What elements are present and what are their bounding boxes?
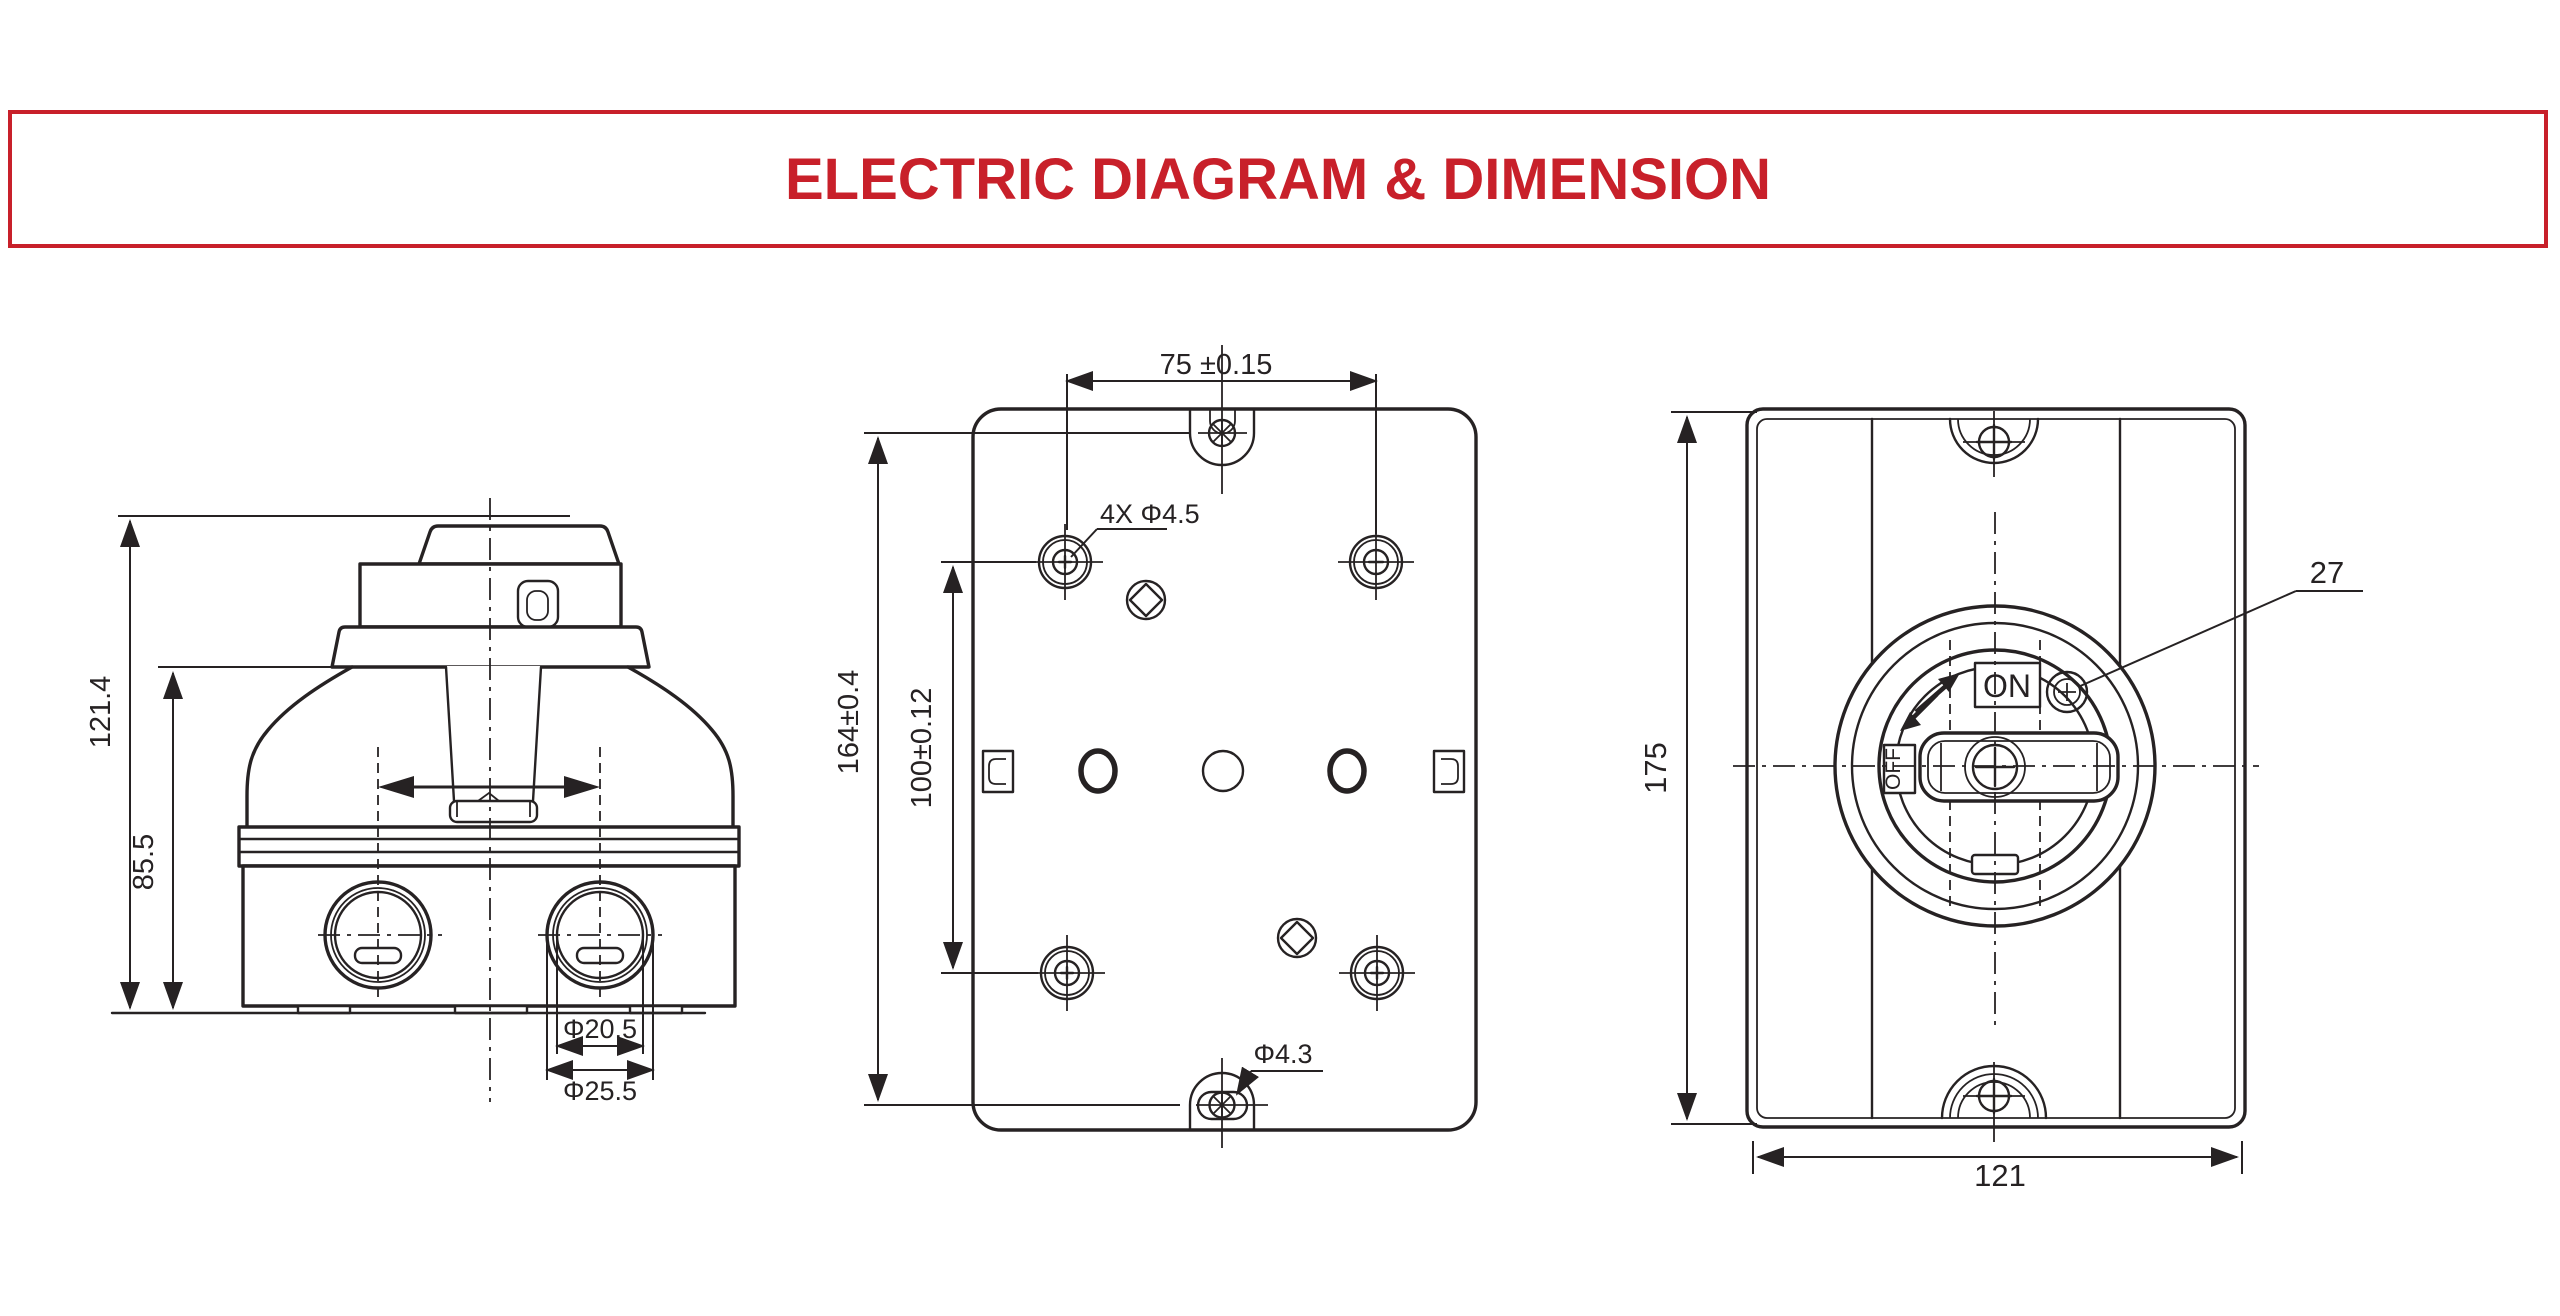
switch-handle-inner — [1927, 740, 2111, 794]
shaft-left — [444, 665, 456, 803]
lid-seam-band — [237, 825, 741, 868]
mount-hole-bottom-right — [1339, 935, 1415, 1011]
rotate-arrowhead-off-icon — [1900, 712, 1921, 731]
enclosure-box — [241, 864, 737, 1008]
dim-hole-pitch-h: 75 ±0.15 — [1160, 349, 1273, 381]
shaft-right — [531, 665, 543, 803]
phillips-screw-icon — [1963, 411, 2025, 477]
dim-front-width: 121 — [1974, 1158, 2026, 1193]
dim-front-height: 175 — [1638, 742, 1673, 794]
body-right — [626, 665, 735, 829]
label-mount-holes: 4X Φ4.5 — [1100, 499, 1200, 529]
page-title: ELECTRIC DIAGRAM & DIMENSION — [785, 146, 1771, 212]
switch-handle — [1918, 731, 2120, 803]
dim-overall-height: 121.4 — [85, 676, 117, 749]
rotate-arrowhead-on-icon — [1938, 673, 1960, 692]
side-view: 121.4 85.5 Φ20.5 Φ25.5 — [85, 498, 741, 1106]
off-position-tab — [1882, 743, 1917, 795]
phillips-screw-icon — [1963, 1062, 2025, 1142]
seal-screw-icon — [2045, 670, 2089, 714]
side-bracket-left — [981, 749, 1015, 794]
leader-line — [2077, 590, 2297, 688]
mount-hole-bottom-left — [1029, 935, 1105, 1011]
back-mounting-view: 75 ±0.15 4X Φ4.5 — [833, 345, 1478, 1148]
dim-body-height: 85.5 — [128, 834, 160, 890]
dim-screw-pitch-v: 164±0.4 — [833, 670, 865, 775]
on-position-tab — [1973, 661, 2042, 709]
rotate-arrow-off — [1911, 692, 1939, 720]
diamond-knockout-lower — [1276, 917, 1318, 959]
padlock-hasp-slot — [526, 590, 549, 621]
body-left — [245, 665, 354, 829]
arrowhead-left-icon — [378, 776, 414, 798]
enclosure-inner — [1756, 418, 2236, 1119]
off-label: OFF — [1882, 748, 1905, 790]
oval-hole-left — [1078, 748, 1118, 794]
callout-27: 27 — [2310, 555, 2344, 590]
dim-slot-dia: Φ4.3 — [1253, 1039, 1312, 1069]
oval-hole-right — [1327, 748, 1367, 794]
mounting-plate — [971, 407, 1478, 1132]
mount-hole-top-right — [1338, 524, 1414, 600]
leader-line — [1070, 528, 1098, 558]
title-banner: ELECTRIC DIAGRAM & DIMENSION — [8, 110, 2548, 248]
arrowhead-right-icon — [564, 776, 600, 798]
leader-line — [1235, 1066, 1260, 1096]
mount-hole-top-left — [1027, 524, 1103, 600]
center-hole — [1201, 749, 1245, 793]
on-label: ON — [1983, 668, 2031, 704]
front-view: ON OFF 175 121 — [1638, 407, 2363, 1193]
knob-cap — [417, 524, 621, 566]
shaft-base — [448, 799, 539, 824]
diamond-knockout-upper — [1125, 579, 1167, 621]
shaft-mark — [477, 791, 500, 802]
side-bracket-right — [1432, 749, 1466, 794]
dim-gland-inner: Φ20.5 — [563, 1014, 637, 1044]
shaft-mask — [446, 666, 541, 801]
dim-gland-outer: Φ25.5 — [563, 1076, 637, 1106]
dim-hole-pitch-v: 100±0.12 — [906, 688, 938, 809]
